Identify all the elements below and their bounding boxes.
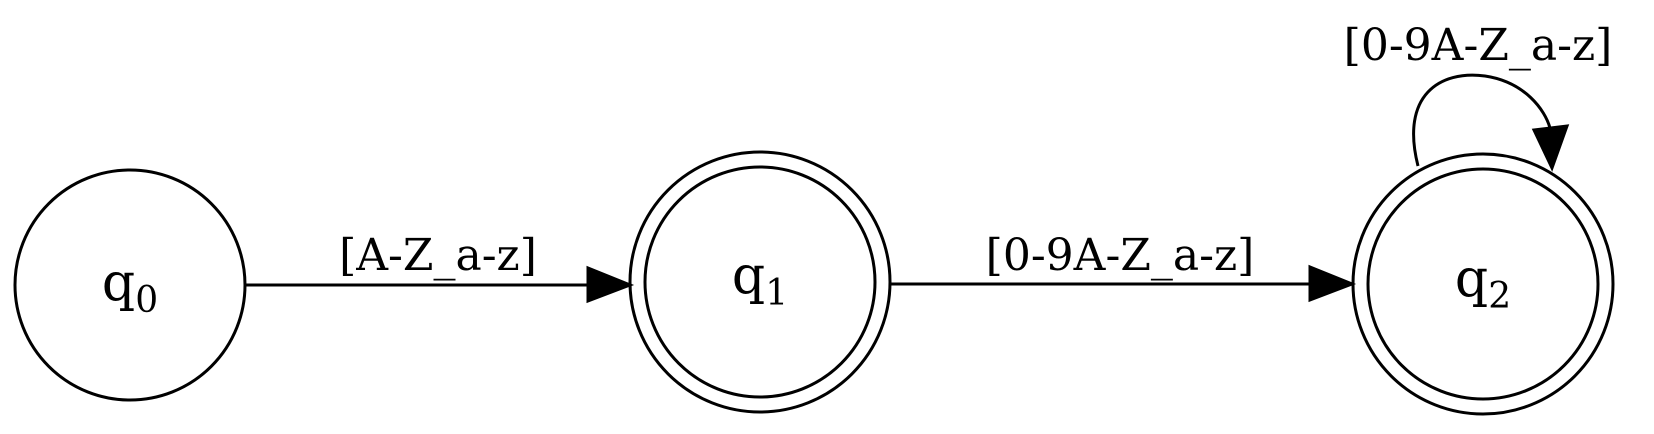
transition-q2-self-loop-arrowhead bbox=[1531, 124, 1570, 172]
state-q2-inner-circle bbox=[1366, 167, 1600, 401]
state-q0: q0 bbox=[13, 168, 247, 402]
transition-q1-q2: [0-9A-Z_a-z] bbox=[890, 230, 1357, 303]
transition-q2-self-loop-label: [0-9A-Z_a-z] bbox=[1344, 20, 1613, 71]
transition-q1-q2-label: [0-9A-Z_a-z] bbox=[986, 230, 1255, 281]
state-q1-outer-circle bbox=[628, 150, 892, 414]
transition-q2-self-loop-path bbox=[1412, 73, 1552, 167]
state-q0-base: q bbox=[102, 253, 135, 313]
state-q2: q2 bbox=[1351, 152, 1615, 416]
state-q1-label: q1 bbox=[732, 246, 788, 314]
state-q1-subscript: 1 bbox=[765, 273, 788, 314]
state-q2-base: q bbox=[1455, 249, 1488, 309]
state-q1-base: q bbox=[732, 246, 765, 306]
state-q2-subscript: 2 bbox=[1488, 276, 1511, 317]
state-q0-label: q0 bbox=[102, 253, 158, 321]
state-q1-inner-circle bbox=[643, 165, 877, 399]
transition-q0-q1-label: [A-Z_a-z] bbox=[339, 230, 537, 281]
transition-q0-q1: [A-Z_a-z] bbox=[245, 230, 635, 304]
transition-q2-self-loop: [0-9A-Z_a-z] bbox=[1344, 20, 1613, 172]
state-q1: q1 bbox=[628, 150, 892, 414]
transition-q0-q1-arrowhead bbox=[586, 265, 635, 304]
state-q0-subscript: 0 bbox=[135, 280, 158, 321]
transition-q1-q2-arrowhead bbox=[1308, 264, 1357, 303]
state-q2-label: q2 bbox=[1455, 249, 1511, 317]
